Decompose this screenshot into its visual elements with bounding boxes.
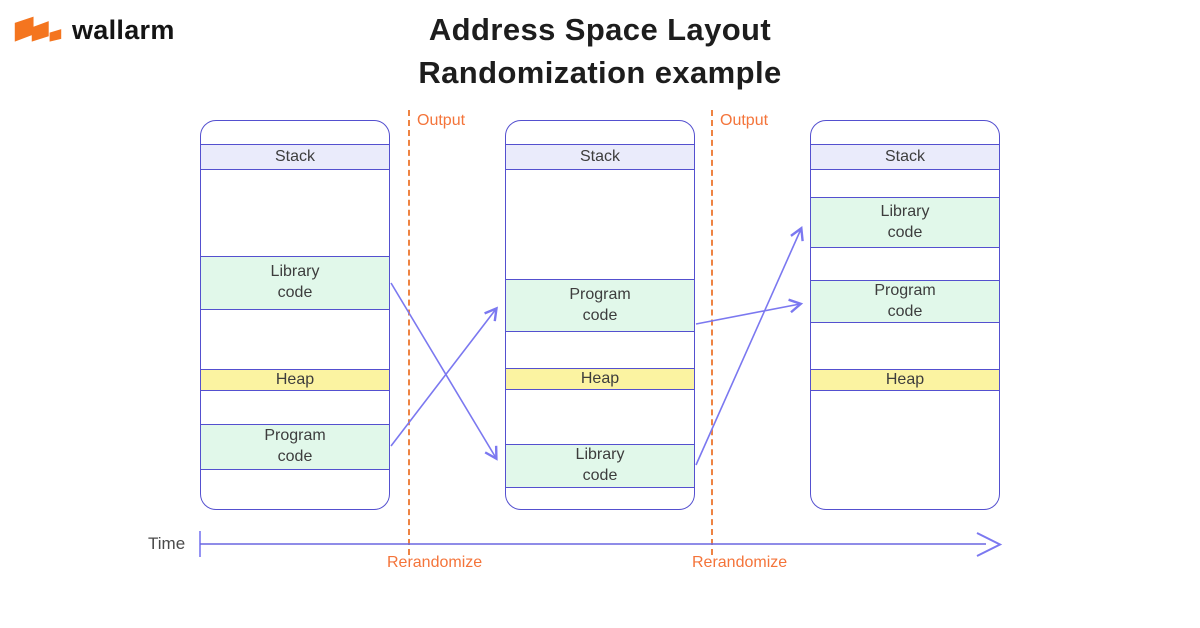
rerandomize-event-line-1 [408,110,410,555]
segment-stack: Stack [506,144,694,170]
rerandomize-label-2: Rerandomize [692,554,788,571]
time-axis-arrowhead-icon [976,532,1003,557]
segment-program-code: Program code [506,279,694,332]
segment-program-code: Program code [201,424,389,470]
segment-library-code: Library code [811,197,999,248]
memory-map-rerandomized-1: Stack Program code Heap Library code [505,120,695,510]
segment-library-code: Library code [506,444,694,488]
page-title-line1: Address Space Layout [428,12,772,47]
time-axis-label: Time [148,534,186,553]
output-label-2: Output [720,112,769,129]
rerandomize-label-1: Rerandomize [387,554,483,571]
wallarm-logo: wallarm [13,13,175,47]
segment-library-code: Library code [201,256,389,310]
segment-stack: Stack [201,144,389,170]
rerandomize-event-line-2 [711,110,713,555]
page-title: Address Space Layout Randomization examp… [0,8,1200,94]
memory-map-rerandomized-2: Stack Library code Program code Heap [810,120,1000,510]
arrow-library-code-move-1 [390,282,498,461]
memory-map-initial: Stack Library code Heap Program code [200,120,390,510]
segment-program-code: Program code [811,280,999,323]
segment-heap: Heap [811,369,999,391]
brand-name: wallarm [72,14,175,45]
segment-heap: Heap [201,369,389,391]
output-label-1: Output [417,112,466,129]
segment-heap: Heap [506,368,694,390]
segment-stack: Stack [811,144,999,170]
page-title-line2: Randomization example [418,55,782,90]
arrow-program-code-move-1 [390,306,498,447]
wallarm-logo-icon [14,16,62,42]
